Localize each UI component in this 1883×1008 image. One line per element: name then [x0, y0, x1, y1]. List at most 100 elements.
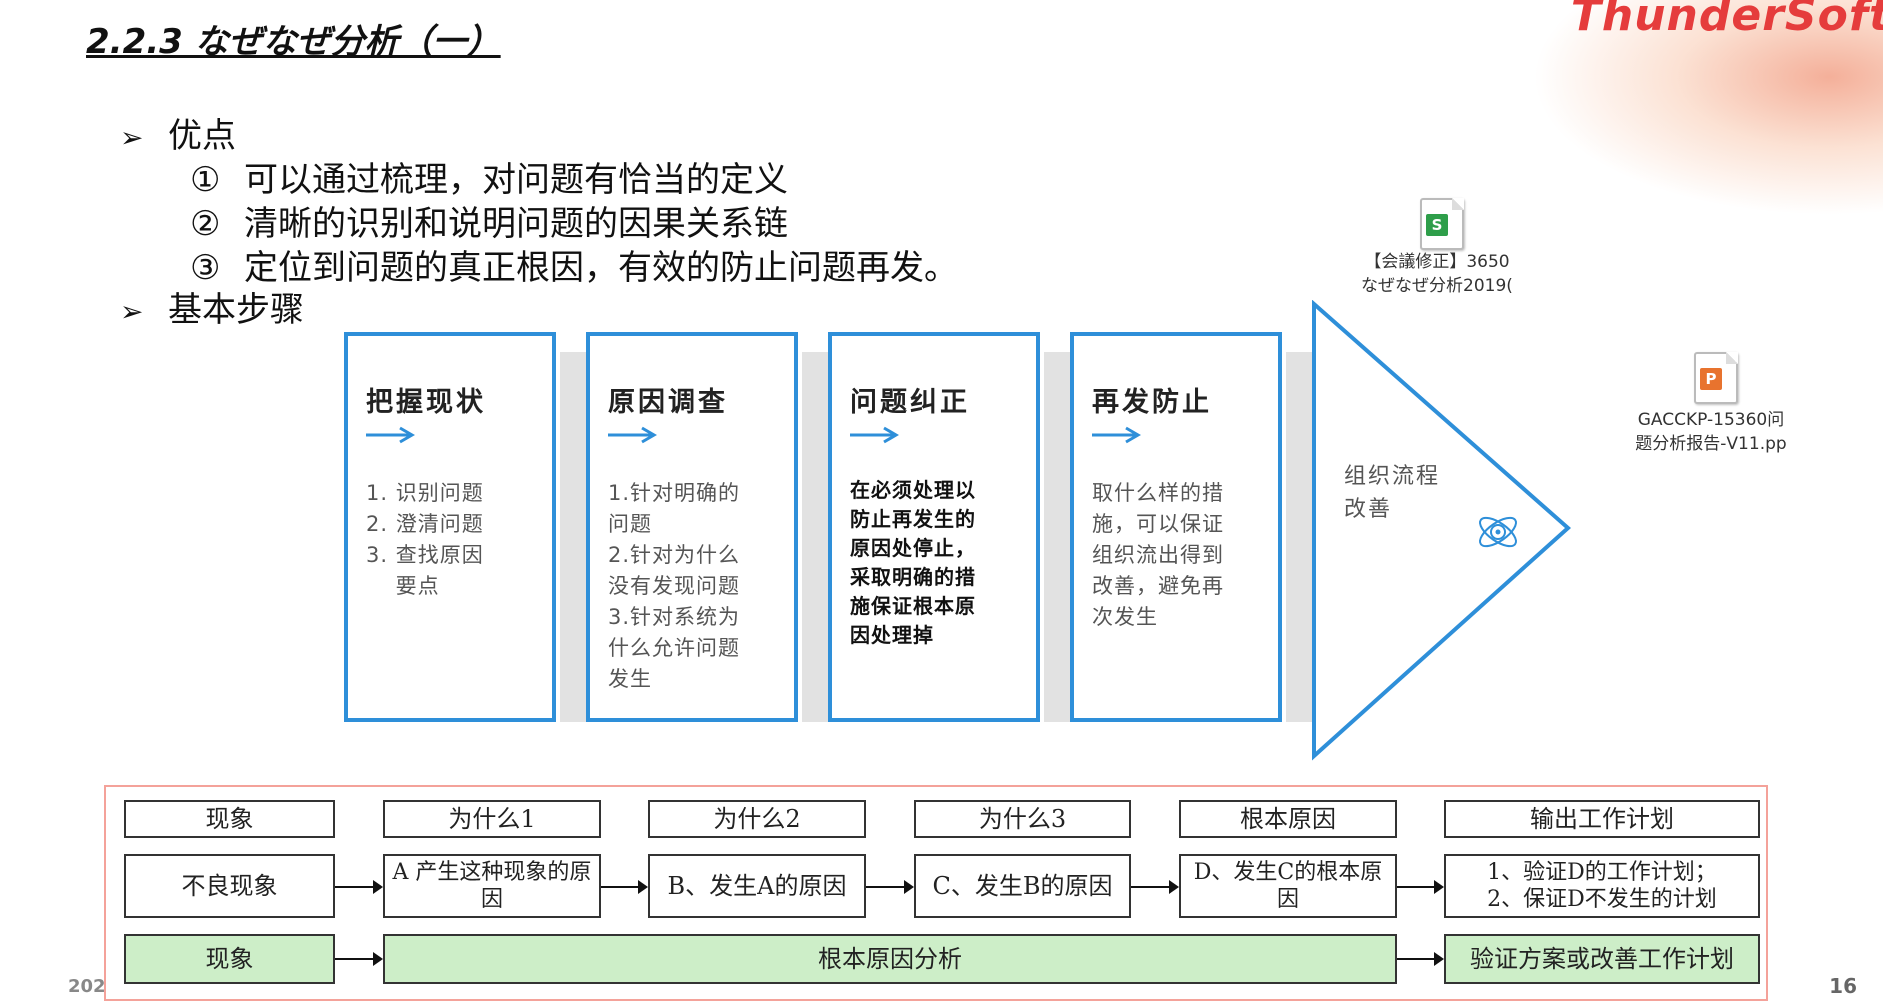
advantage-item: ③ 定位到问题的真正根因，有效的防止问题再发。 — [190, 240, 958, 289]
process-step-cause-investigation: 原因调查 1.针对明确的 问题 2.针对为什么 没有发现问题 3.针对系统为 什… — [586, 332, 798, 722]
process-step-grasp-status: 把握现状 1. 识别问题 2. 澄清问题 3. 查找原因 要点 — [344, 332, 556, 722]
brand-swoosh-decoration — [1523, 0, 1883, 220]
atom-icon — [1479, 516, 1517, 548]
step-line: 3.针对系统为 — [608, 605, 741, 629]
final-line: 改善 — [1344, 497, 1393, 522]
table-cell: A 产生这种现象的原因 — [383, 854, 601, 918]
step-line: 发生 — [608, 667, 652, 691]
table-cell: D、发生C的根本原因 — [1179, 854, 1397, 918]
final-line: 组织流程 — [1344, 464, 1441, 489]
advantage-item: ② 清晰的识别和说明问题的因果关系链 — [190, 196, 788, 245]
footer-date: 202 — [68, 976, 106, 997]
step-line: 没有发现问题 — [608, 574, 740, 598]
bullet-label: 基本步骤 — [168, 290, 304, 330]
presentation-file-icon: P — [1694, 352, 1738, 404]
step-title: 把握现状 — [366, 387, 486, 418]
attachment-presentation[interactable]: P — [1694, 352, 1738, 404]
table-cell: 不良现象 — [124, 854, 335, 918]
table-header: 为什么3 — [914, 800, 1131, 838]
step-body: 取什么样的措 施，可以保证 组织流出得到 改善，避免再 次发生 — [1092, 478, 1224, 633]
step-line: 在必须处理以 — [850, 478, 976, 502]
step-title: 问题纠正 — [850, 387, 970, 418]
caption-line: GACCKP-15360问 — [1637, 410, 1785, 430]
table-cell: B、发生A的原因 — [648, 854, 866, 918]
advantage-number: ① — [190, 160, 221, 200]
process-final-arrow — [1312, 300, 1572, 761]
advantage-number: ③ — [190, 248, 221, 288]
step-connector — [802, 352, 830, 722]
table-header: 根本原因 — [1179, 800, 1397, 838]
step-line: 要点 — [366, 574, 440, 598]
bullet-label: 优点 — [168, 116, 236, 156]
bullet-arrow-icon: ➢ — [120, 121, 144, 154]
step-connector — [1286, 352, 1316, 722]
caption-line: 题分析报告-V11.pp — [1635, 434, 1787, 454]
file-badge: P — [1700, 368, 1722, 390]
table-header: 为什么1 — [383, 800, 601, 838]
right-arrow-icon — [850, 426, 899, 444]
caption-line: 【会議修正】3650 — [1364, 252, 1510, 272]
final-step-text: 组织流程 改善 — [1344, 460, 1440, 526]
table-cell: C、发生B的原因 — [914, 854, 1131, 918]
process-step-recurrence-prevention: 再发防止 取什么样的措 施，可以保证 组织流出得到 改善，避免再 次发生 — [1070, 332, 1282, 722]
flow-arrow — [1397, 952, 1444, 966]
right-arrow-icon — [608, 426, 657, 444]
table-header: 现象 — [124, 800, 335, 838]
step-line: 2. 澄清问题 — [366, 512, 484, 536]
slide-title: 2.2.3 なぜなぜ分析（一） — [86, 22, 501, 62]
step-body: 在必须处理以 防止再发生的 原因处停止， 采取明确的措 施保证根本原 因处理掉 — [850, 476, 976, 650]
attachment-spreadsheet[interactable]: S — [1420, 198, 1464, 250]
step-line: 施，可以保证 — [1092, 512, 1224, 536]
summary-cell: 现象 — [124, 934, 335, 984]
summary-cell: 验证方案或改善工作计划 — [1444, 934, 1760, 984]
attachment-caption: GACCKP-15360问 题分析报告-V11.pp — [1628, 408, 1794, 456]
bullet-arrow-icon: ➢ — [120, 295, 144, 328]
step-line: 原因处停止， — [850, 536, 976, 560]
step-line: 3. 查找原因 — [366, 543, 484, 567]
step-line: 1.针对明确的 — [608, 481, 741, 505]
right-arrow-icon — [1092, 426, 1141, 444]
bullet-steps: ➢ 基本步骤 — [120, 282, 304, 331]
step-line: 防止再发生的 — [850, 507, 976, 531]
step-body: 1.针对明确的 问题 2.针对为什么 没有发现问题 3.针对系统为 什么允许问题… — [608, 478, 740, 695]
flow-arrow — [335, 880, 383, 894]
flow-arrow — [1131, 880, 1179, 894]
advantage-text: 清晰的识别和说明问题的因果关系链 — [244, 204, 788, 244]
step-line: 2.针对为什么 — [608, 543, 741, 567]
flow-arrow — [866, 880, 914, 894]
caption-line: なぜなぜ分析2019( — [1361, 276, 1513, 296]
flow-arrow — [601, 880, 648, 894]
advantage-text: 可以通过梳理，对问题有恰当的定义 — [244, 160, 788, 200]
table-cell: 1、验证D的工作计划； 2、保证D不发生的计划 — [1444, 854, 1760, 918]
table-header: 输出工作计划 — [1444, 800, 1760, 838]
advantage-text: 定位到问题的真正根因，有效的防止问题再发。 — [244, 248, 958, 288]
page-number: 16 — [1829, 974, 1857, 998]
attachment-caption: 【会議修正】3650 なぜなぜ分析2019( — [1352, 250, 1522, 298]
step-line: 组织流出得到 — [1092, 543, 1224, 567]
step-title: 原因调查 — [608, 387, 728, 418]
spreadsheet-file-icon: S — [1420, 198, 1464, 250]
table-header: 为什么2 — [648, 800, 866, 838]
file-badge: S — [1426, 214, 1448, 236]
step-line: 取什么样的措 — [1092, 481, 1224, 505]
step-line: 因处理掉 — [850, 623, 934, 647]
step-line: 施保证根本原 — [850, 594, 976, 618]
step-connector — [1044, 352, 1072, 722]
flow-arrow — [1397, 880, 1444, 894]
advantage-number: ② — [190, 204, 221, 244]
step-line: 什么允许问题 — [608, 636, 740, 660]
step-line: 次发生 — [1092, 605, 1158, 629]
step-line: 采取明确的措 — [850, 565, 976, 589]
brand-logo: ThunderSoft — [1570, 0, 1883, 41]
bullet-advantages: ➢ 优点 — [120, 108, 236, 157]
advantage-item: ① 可以通过梳理，对问题有恰当的定义 — [190, 152, 788, 201]
step-body: 1. 识别问题 2. 澄清问题 3. 查找原因 要点 — [366, 478, 484, 602]
step-line: 改善，避免再 — [1092, 574, 1224, 598]
flow-arrow — [335, 952, 383, 966]
right-arrow-icon — [366, 426, 415, 444]
why-why-table — [104, 785, 1768, 1001]
summary-cell: 根本原因分析 — [383, 934, 1397, 984]
step-title: 再发防止 — [1092, 387, 1212, 418]
process-step-problem-correction: 问题纠正 在必须处理以 防止再发生的 原因处停止， 采取明确的措 施保证根本原 … — [828, 332, 1040, 722]
step-connector — [560, 352, 588, 722]
